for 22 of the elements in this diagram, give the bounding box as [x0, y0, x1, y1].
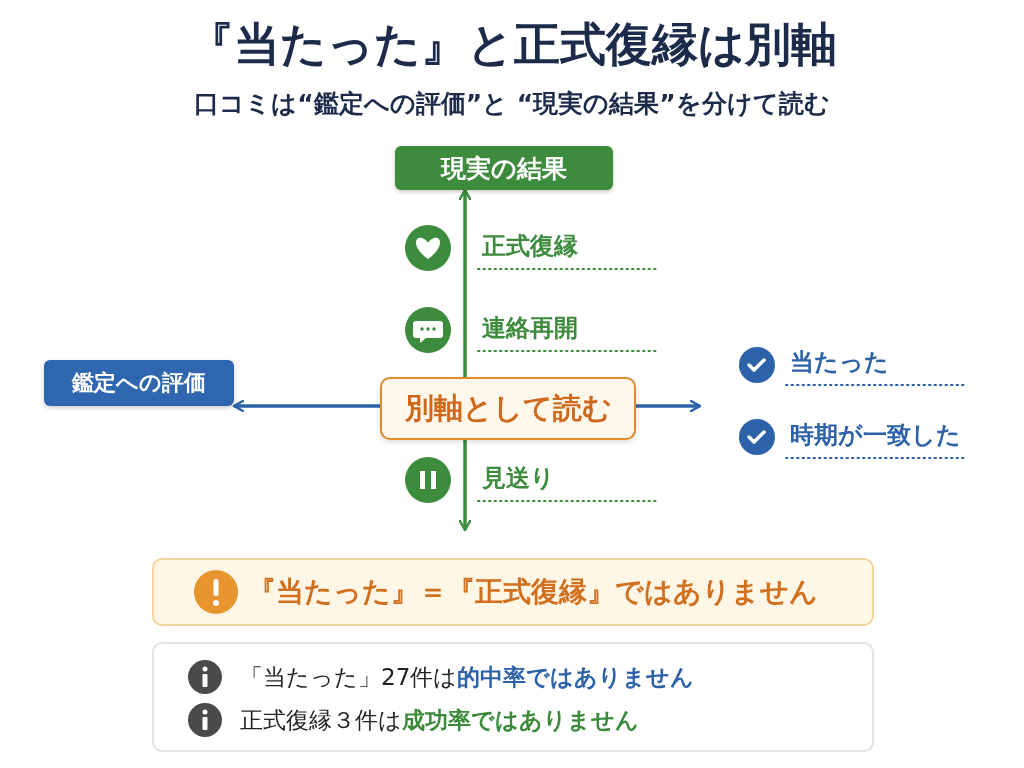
axis-item-label: 見送り: [482, 463, 555, 493]
evaluation-box: [44, 360, 234, 406]
box-label: 現実の結果: [441, 152, 567, 185]
note-card: [152, 642, 874, 752]
arrow: [636, 399, 702, 413]
axis-item-label: 連絡再開: [482, 313, 578, 343]
center-box: [380, 377, 636, 440]
note-text: 正式復縁３件は成功率ではありません: [240, 706, 639, 735]
arrow: [458, 440, 472, 532]
result-box: [395, 146, 613, 190]
subtitle: 口コミは“鑑定への評価”と “現実の結果”を分けて読む: [193, 88, 831, 120]
arrow: [232, 399, 380, 413]
box-label: 鑑定への評価: [72, 369, 206, 397]
title: 『当たった』と正式復縁は別軸: [186, 16, 838, 73]
axis-item-label: 時期が一致した: [790, 420, 961, 450]
axis-item-label: 当たった: [790, 347, 889, 377]
warning-banner: [152, 558, 874, 626]
arrow: [458, 188, 472, 377]
box-label: 別軸として読む: [404, 389, 612, 427]
warning-text: 『当たった』＝『正式復縁』ではありません: [248, 574, 818, 610]
note-text: 「当たった」27件は的中率ではありません: [240, 663, 695, 692]
axis-item-label: 正式復縁: [482, 231, 578, 261]
